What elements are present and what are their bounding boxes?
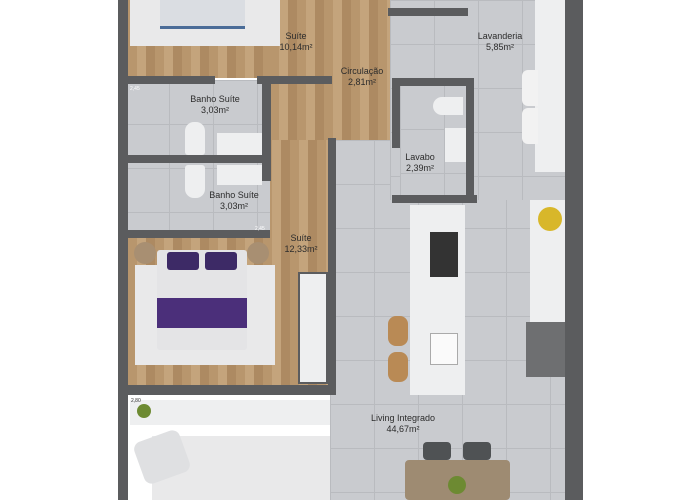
refrigerator [526, 322, 566, 377]
washer-2 [522, 108, 538, 144]
wall-circ [257, 76, 332, 84]
circulation-floor [270, 0, 390, 140]
wall-right [565, 0, 583, 500]
wall-bath-top [125, 76, 215, 84]
fruit-bowl [538, 207, 562, 231]
wall-lavabo-right [466, 78, 474, 200]
toilet-bath-2 [185, 165, 205, 198]
bed-blanket [157, 298, 247, 328]
wardrobe [298, 272, 328, 384]
chair-1 [423, 442, 451, 460]
bed-top [160, 0, 245, 29]
wall-lavabo-bottom [392, 195, 477, 203]
chair-2 [463, 442, 491, 460]
stool-1 [388, 316, 408, 346]
nightstand-left [134, 242, 156, 264]
wall-lavabo-top [392, 78, 472, 86]
wall-living-left [328, 138, 336, 388]
dimension-label: 2,45 [255, 226, 265, 232]
wall-left [118, 0, 128, 500]
sink-bath-1 [217, 133, 262, 155]
tv-console [130, 400, 330, 425]
toilet-lavabo [433, 97, 463, 115]
pillow-right [205, 252, 237, 270]
laundry-counter [535, 0, 565, 172]
plant-console [137, 404, 151, 418]
nightstand-right [247, 242, 269, 264]
pillow-left [167, 252, 199, 270]
wall-suite-bottom [128, 385, 336, 395]
plant-dining [448, 476, 466, 494]
wall-closet [388, 8, 468, 16]
wall-bath-right [262, 76, 271, 181]
dimension-label: 2,80 [131, 398, 141, 404]
wall-bath-mid [125, 155, 270, 163]
wall-bath-bottom [125, 230, 270, 238]
toilet-bath-1 [185, 122, 205, 155]
dimension-label: 2,45 [130, 86, 140, 92]
sink-bath-2 [217, 165, 262, 185]
sink-lavabo [445, 128, 467, 162]
sink-island [430, 333, 458, 365]
washer-1 [522, 70, 538, 106]
wall-lavabo-left [392, 78, 400, 148]
cooktop [430, 232, 458, 277]
stool-2 [388, 352, 408, 382]
